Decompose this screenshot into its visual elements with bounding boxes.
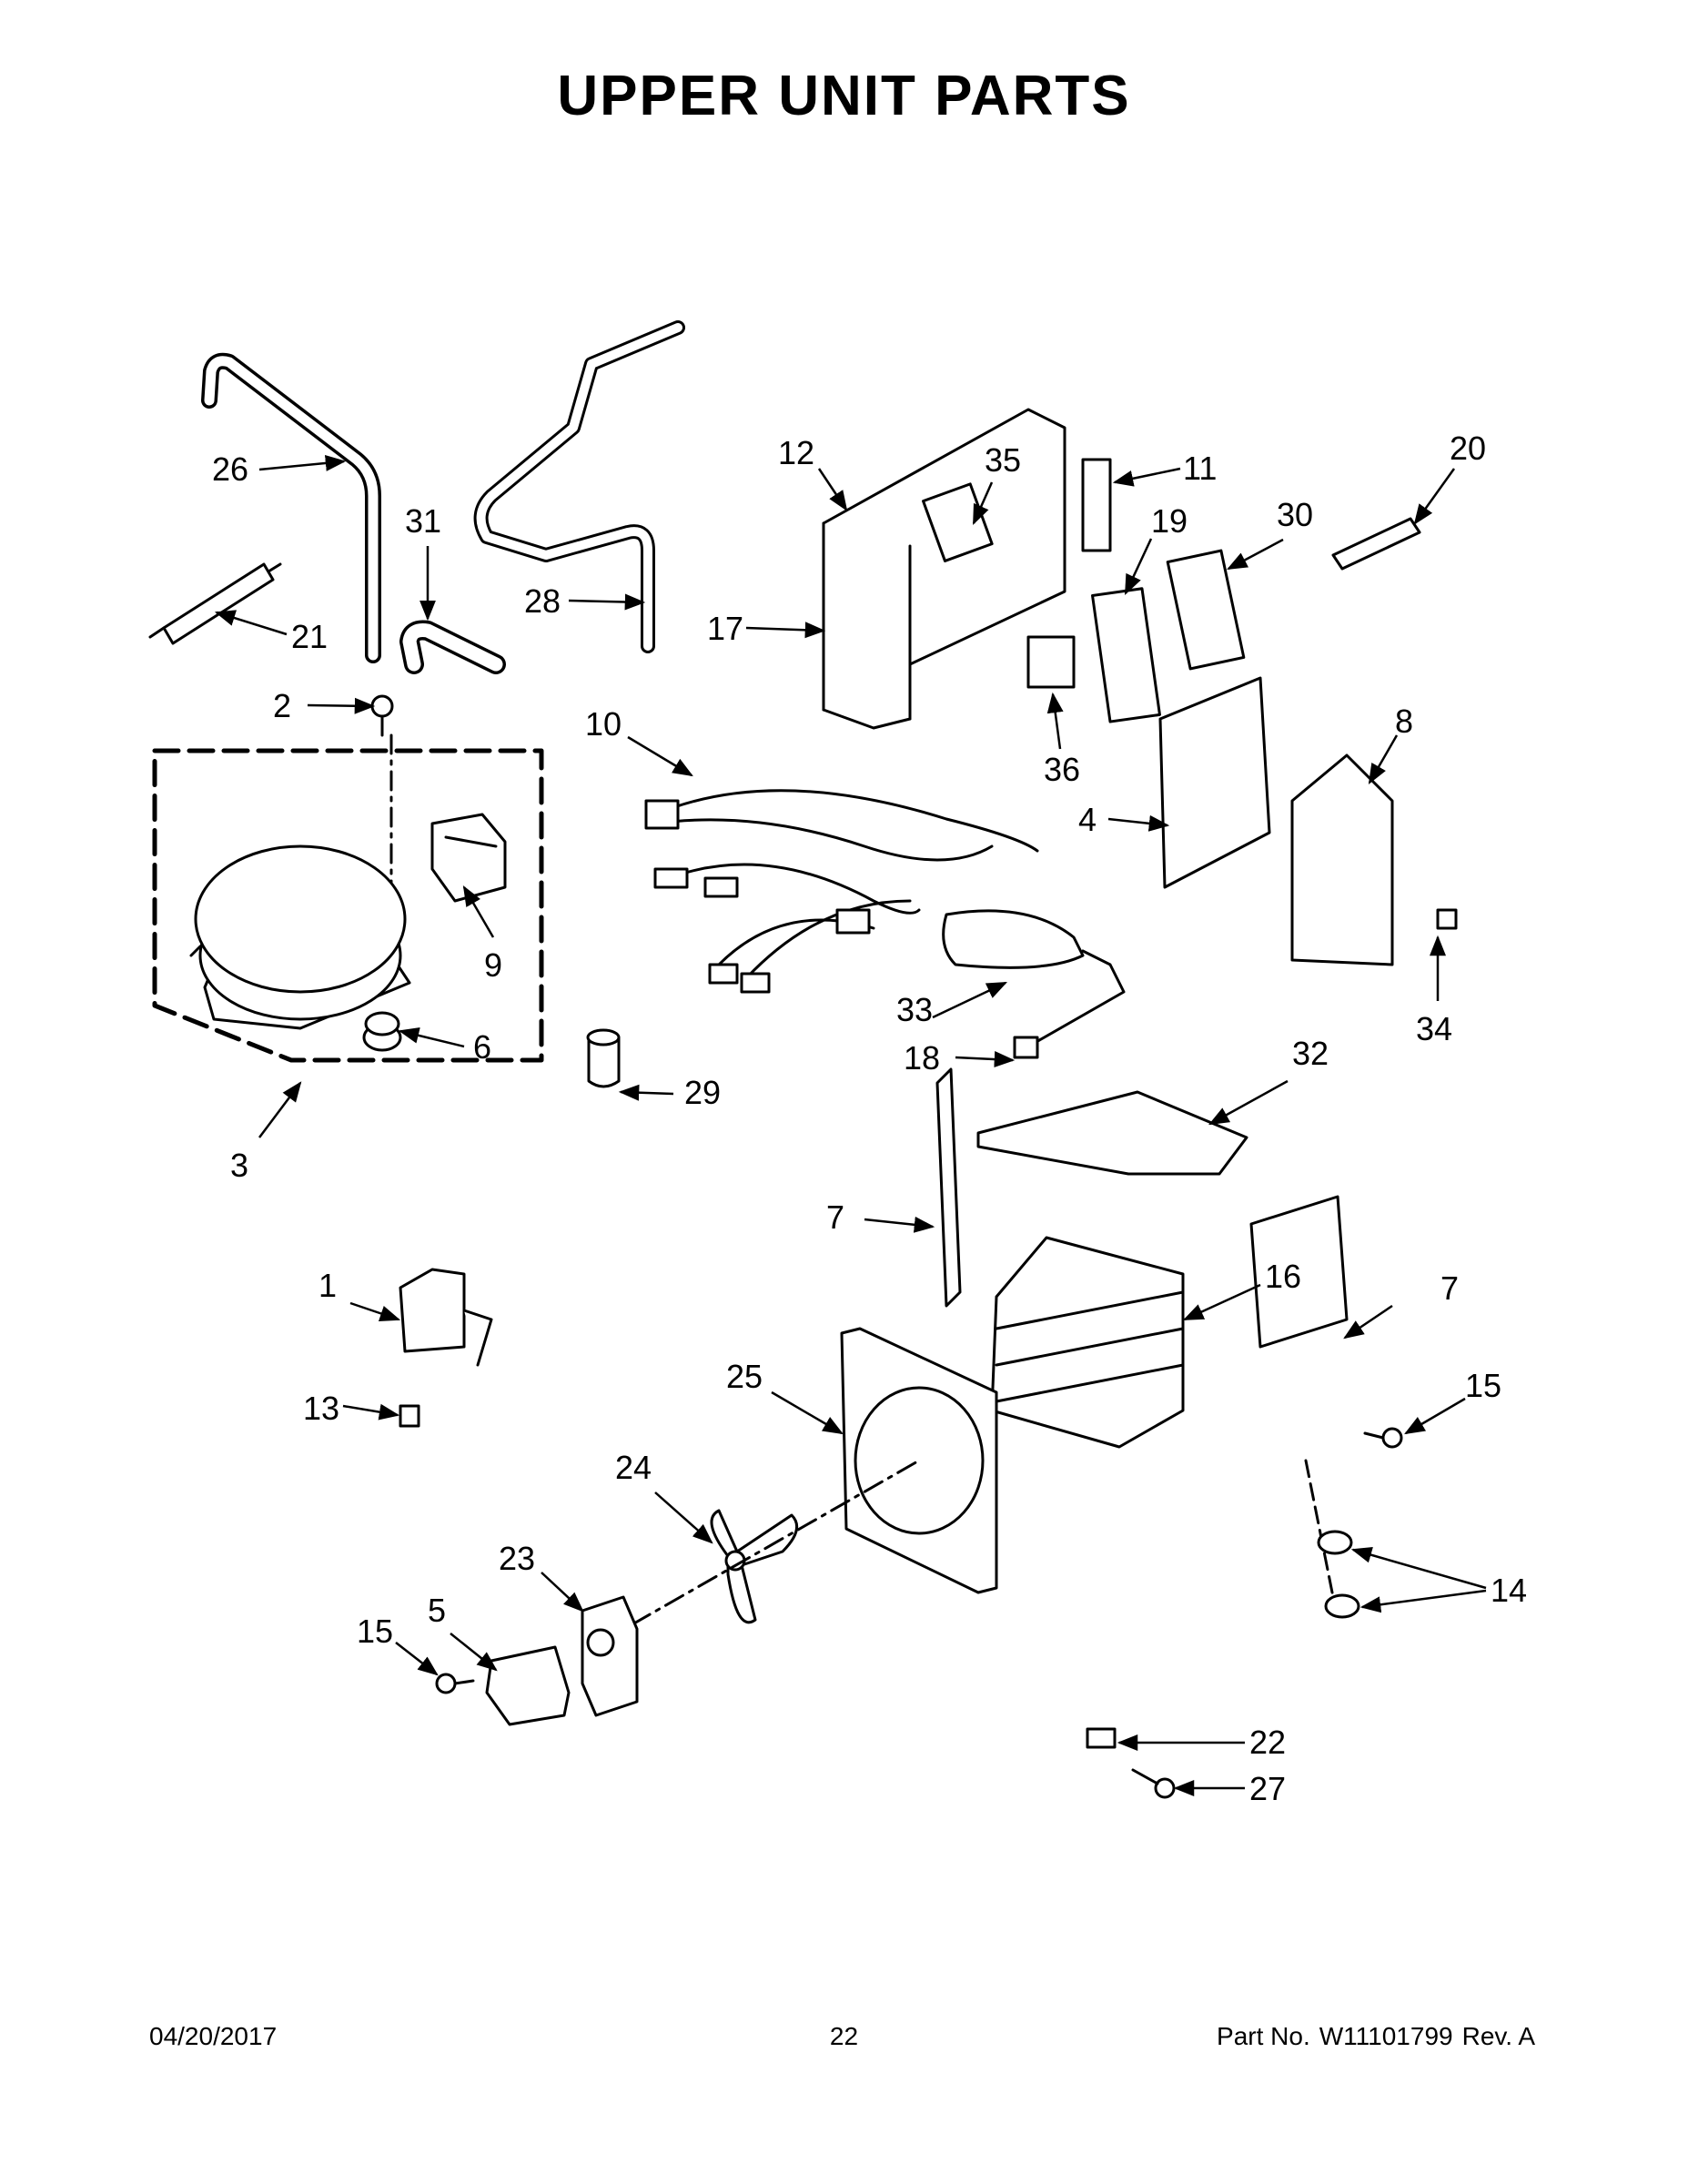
callout-33: 33 [896, 991, 933, 1028]
evaporator-part [990, 1236, 1185, 1449]
callout-34: 34 [1416, 1010, 1452, 1047]
callout-19: 19 [1151, 502, 1188, 540]
callout-16: 16 [1265, 1258, 1301, 1295]
clip-part [399, 1404, 420, 1428]
small-board-part [1081, 458, 1112, 552]
relay-part [430, 813, 507, 903]
bent-tube-part [399, 620, 506, 674]
small-plate-part [1026, 635, 1076, 689]
callout-36: 36 [1044, 751, 1080, 788]
screw-27-part [1131, 1768, 1176, 1799]
callout-5: 5 [428, 1592, 446, 1629]
screw-15-left [435, 1673, 475, 1694]
callout-15-right: 15 [1465, 1367, 1501, 1404]
callout-35: 35 [985, 441, 1021, 479]
callout-4: 4 [1078, 801, 1097, 838]
bracket-right-part [1249, 1195, 1349, 1349]
grommet-part [362, 1011, 402, 1052]
bracket-left-part [935, 1067, 962, 1308]
callout-7-left: 7 [826, 1198, 844, 1236]
cover-part [976, 1090, 1248, 1176]
callout-22: 22 [1249, 1724, 1286, 1761]
callout-24: 24 [615, 1449, 652, 1486]
callout-12: 12 [778, 434, 814, 471]
callout-labels: 26 31 21 28 2 17 12 35 11 20 19 30 36 10… [212, 430, 1527, 1807]
callout-21: 21 [291, 618, 328, 655]
footer-page-number: 22 [829, 2022, 859, 2050]
control-board-part [1091, 587, 1161, 723]
plug-part [1436, 908, 1458, 930]
module-part [399, 1268, 493, 1367]
footer-part-label: Part No. [1217, 2022, 1310, 2050]
callout-15-left: 15 [357, 1613, 393, 1650]
footer-revision: Rev. A [1461, 2022, 1535, 2050]
callout-8: 8 [1395, 703, 1413, 740]
callout-3: 3 [230, 1147, 248, 1184]
footer-part-number: W11101799 [1319, 2022, 1453, 2050]
callout-23: 23 [499, 1540, 535, 1577]
compressor-group-outline [152, 748, 544, 1063]
callout-10: 10 [585, 705, 622, 743]
callout-30: 30 [1277, 496, 1313, 533]
shield-part [1290, 753, 1394, 966]
footer-date: 04/20/2017 [149, 2022, 278, 2050]
compressor-part [189, 844, 411, 1030]
discharge-tube-part [201, 352, 381, 663]
clamp-part [1086, 1727, 1117, 1749]
screw-15-right [1363, 1427, 1403, 1449]
callout-18: 18 [904, 1039, 940, 1077]
callout-9: 9 [484, 946, 502, 984]
control-bracket-part [822, 408, 1066, 730]
callout-31: 31 [405, 502, 441, 540]
callout-25: 25 [726, 1358, 763, 1395]
wire-harness-part [644, 789, 1039, 994]
callout-17: 17 [707, 610, 743, 647]
callout-14: 14 [1491, 1572, 1527, 1609]
callout-13: 13 [303, 1390, 339, 1427]
fan-motor-part [581, 1595, 639, 1717]
shroud-part [840, 1327, 998, 1594]
callout-2: 2 [273, 687, 291, 724]
motor-bracket-part [485, 1645, 571, 1726]
board-30-part [1166, 549, 1246, 671]
page-title: UPPER UNIT PARTS [557, 65, 1131, 127]
heater-part [942, 909, 1126, 1048]
callout-1: 1 [318, 1267, 337, 1304]
bushing-part [1331, 517, 1421, 571]
callout-26: 26 [212, 450, 248, 488]
fan-blade-part [710, 1509, 799, 1624]
callout-11: 11 [1183, 450, 1217, 487]
callout-32: 32 [1292, 1035, 1329, 1072]
callout-29: 29 [684, 1074, 721, 1111]
thermistor-part [1013, 1036, 1039, 1059]
capacitor-part [586, 1028, 621, 1088]
callout-6: 6 [473, 1028, 491, 1066]
suction-tube-part [473, 320, 685, 653]
footer-part-info: Part No. W11101799 Rev. A [1208, 2022, 1535, 2051]
drier-part [148, 562, 282, 645]
screw-part [370, 694, 394, 737]
washers-part [1317, 1530, 1360, 1619]
leader-lines [214, 454, 1487, 1796]
callout-28: 28 [524, 582, 561, 620]
callout-20: 20 [1450, 430, 1486, 467]
callout-7-right: 7 [1440, 1269, 1459, 1307]
main-board-part [1158, 676, 1271, 889]
callout-27: 27 [1249, 1770, 1286, 1807]
